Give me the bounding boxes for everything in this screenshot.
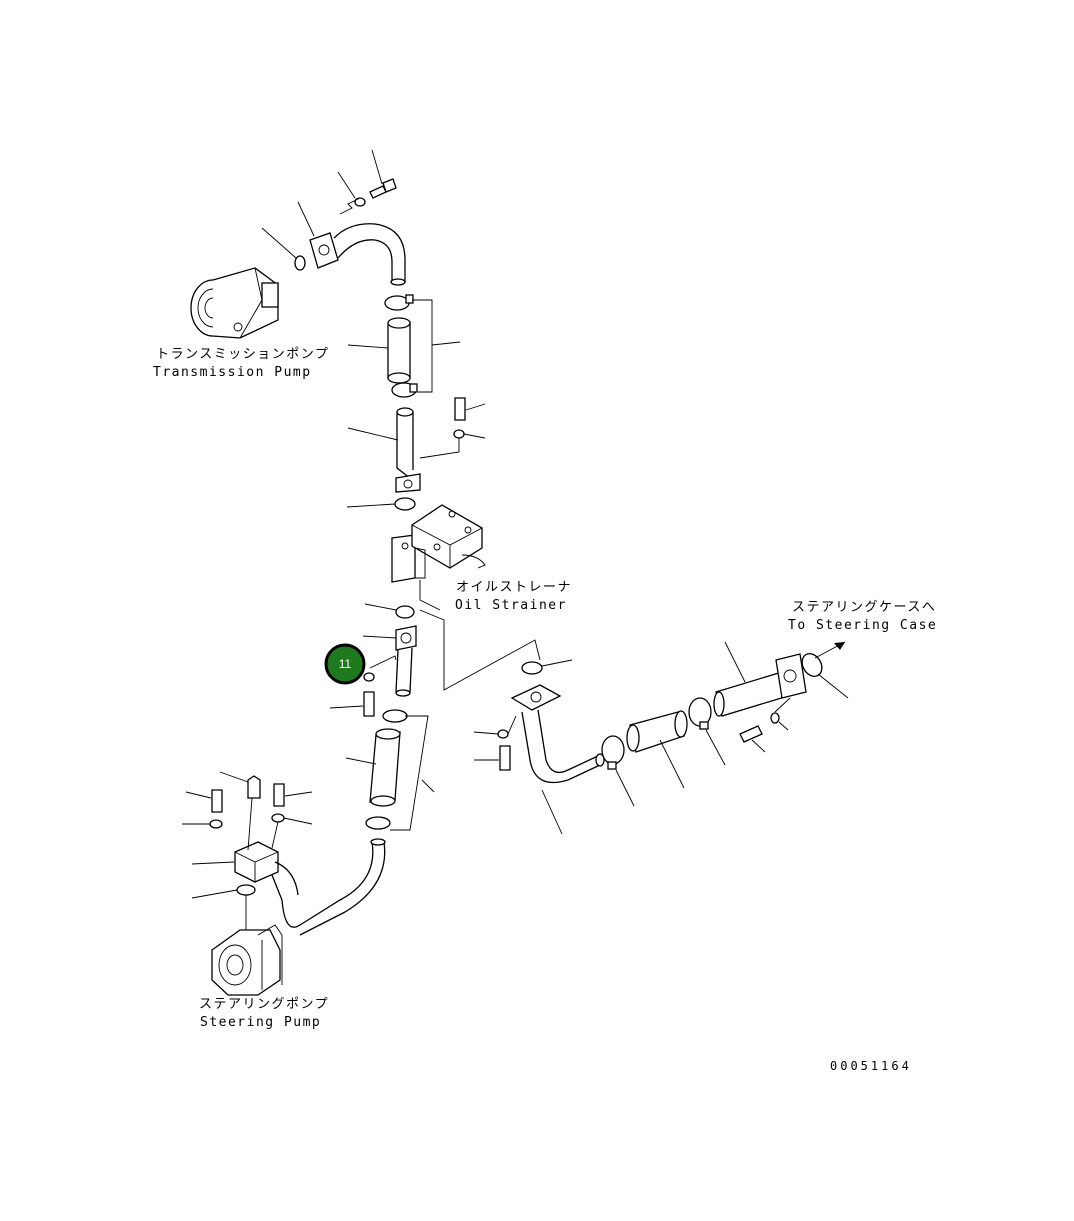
oil-strainer-label-jp: オイルストレーナ <box>456 580 572 595</box>
callout-badge[interactable]: 11 <box>324 643 366 685</box>
oil-strainer-label-en: Oil Strainer <box>455 598 567 613</box>
bolt <box>273 783 285 807</box>
o-ring <box>521 661 543 675</box>
suction-pipe-top <box>309 223 406 286</box>
tube-steering-case <box>713 653 807 717</box>
bolt <box>454 397 466 421</box>
pipe-right <box>510 684 605 784</box>
flange-block <box>234 841 299 896</box>
washer <box>209 819 223 829</box>
washer <box>497 729 509 739</box>
elbow-pipe <box>395 625 417 697</box>
oil-strainer <box>391 504 486 583</box>
bolt <box>211 789 223 813</box>
washer <box>354 197 366 207</box>
pipe-upper <box>395 407 421 493</box>
o-ring <box>395 605 415 619</box>
hose-right <box>601 697 712 770</box>
o-ring <box>236 884 256 896</box>
bolt <box>369 178 397 199</box>
transmission-pump-label-jp: トランスミッションポンプ <box>156 347 329 362</box>
hose-lower <box>365 709 408 830</box>
steering-pump <box>211 924 283 996</box>
drawing-number: 00051164 <box>830 1059 912 1073</box>
bolt <box>363 691 375 717</box>
bolt <box>739 725 763 743</box>
hose-upper <box>384 294 418 398</box>
transmission-pump-label-en: Transmission Pump <box>153 365 312 380</box>
steering-case-label-jp: ステアリングケースへ <box>792 600 936 615</box>
steering-case-label-en: To Steering Case <box>788 618 937 633</box>
callout-number: 11 <box>339 657 352 671</box>
o-ring <box>394 497 416 511</box>
transmission-pump <box>190 267 279 339</box>
arrow-icon <box>834 642 845 650</box>
washer <box>770 712 780 724</box>
washer <box>271 813 285 823</box>
o-ring <box>801 653 823 677</box>
steering-pump-label-jp: ステアリングポンプ <box>199 997 329 1012</box>
washer <box>453 429 465 439</box>
steering-pump-label-en: Steering Pump <box>200 1015 321 1030</box>
callout-circle[interactable] <box>324 643 366 685</box>
o-ring <box>294 255 306 271</box>
pipe-lower <box>269 838 386 936</box>
grease-fitting <box>247 775 261 799</box>
washer <box>363 672 375 682</box>
bolt <box>499 745 511 771</box>
